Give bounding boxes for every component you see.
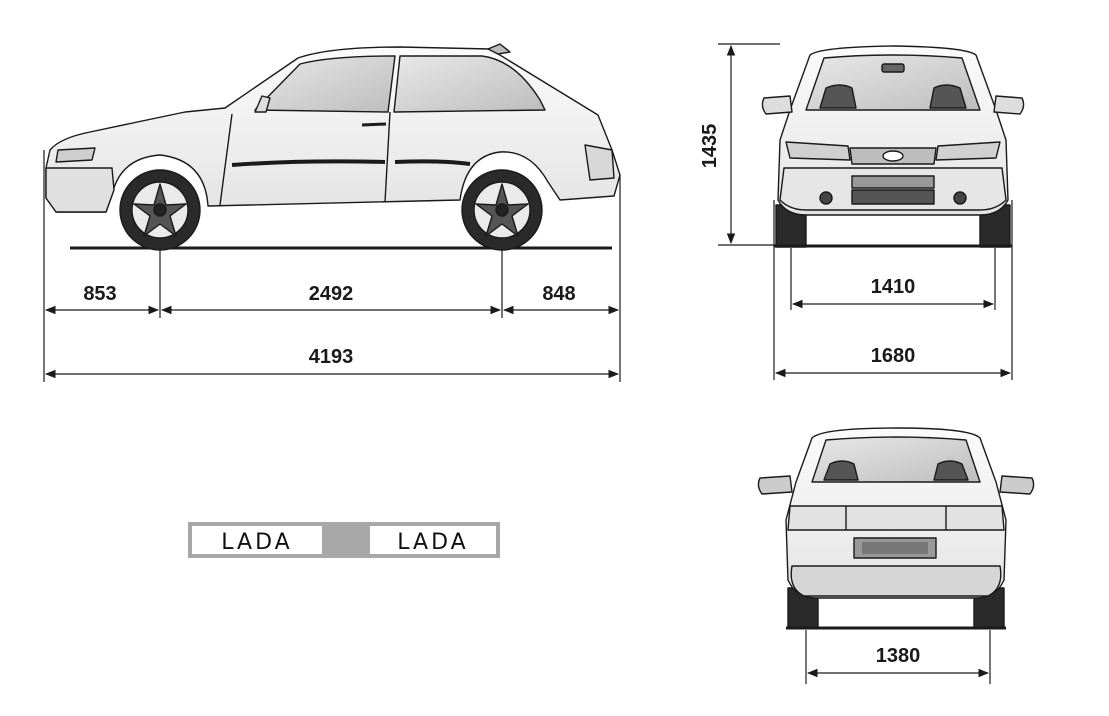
side-dimension-lines xyxy=(43,150,621,382)
front-view xyxy=(761,45,1025,248)
badge-lada-left: LADA xyxy=(221,530,292,555)
lada-badges: LADA LADA xyxy=(188,522,500,558)
height-label: 1435 xyxy=(699,124,721,169)
badge-lada-right: LADA xyxy=(397,530,468,555)
rear-track-label: 1380 xyxy=(876,645,921,667)
front-track-label: 1410 xyxy=(871,276,916,298)
wheelbase-label: 2492 xyxy=(309,283,354,305)
rear-wheel xyxy=(461,169,543,251)
rear-window xyxy=(393,55,546,113)
front-window xyxy=(254,55,396,113)
rear-dimension-lines xyxy=(805,630,991,684)
overall-length-label: 4193 xyxy=(309,346,354,368)
overall-width-label: 1680 xyxy=(871,345,916,367)
front-dimension-lines xyxy=(718,43,1013,380)
front-wheel xyxy=(119,169,201,251)
front-overhang-label: 853 xyxy=(83,283,116,305)
side-view xyxy=(45,43,621,251)
rear-view xyxy=(757,427,1035,630)
rear-overhang-label: 848 xyxy=(542,283,575,305)
